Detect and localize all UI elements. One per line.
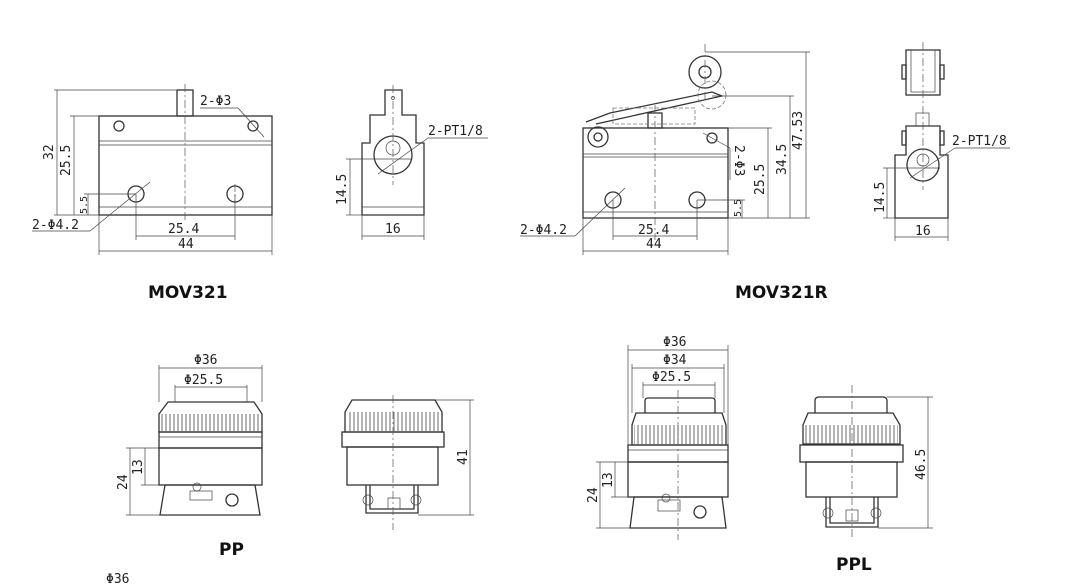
title-mov321: MOV321	[148, 283, 228, 303]
mov321-front-view: 32 25.5 5.5 25.4 44 2-Φ4.2 2-Φ3	[32, 84, 273, 255]
mov321-side-view: 14.5 16 2-PT1/8	[335, 85, 488, 240]
dim-14-5: 14.5	[873, 182, 888, 213]
mov321r-front-view: 47.53 34.5 25.5 5.5 25.4 44 2-Φ4.2 2-Φ3	[520, 44, 810, 255]
label-holes-small: 2-Φ3	[731, 145, 746, 176]
dim-25-5: 25.5	[59, 145, 74, 176]
dim-41: 41	[456, 449, 471, 465]
dim-34-5: 34.5	[775, 144, 790, 175]
dim-25-4: 25.4	[638, 223, 669, 238]
dim-24: 24	[586, 487, 601, 503]
dim-24: 24	[116, 474, 131, 490]
dim-5-5: 5.5	[79, 196, 90, 214]
dim-13: 13	[601, 472, 616, 488]
dim-phi-36: Φ36	[194, 353, 217, 368]
dim-32: 32	[42, 144, 57, 160]
dim-16: 16	[385, 222, 401, 237]
dim-16: 16	[915, 224, 931, 239]
title-pp: PP	[219, 540, 244, 560]
dim-25-5: 25.5	[753, 164, 768, 195]
dim-46-5: 46.5	[914, 449, 929, 480]
mov321r-side-view: 14.5 16 2-PT1/8	[873, 42, 1010, 241]
label-holes-small: 2-Φ3	[200, 94, 231, 109]
dim-25-4: 25.4	[168, 222, 199, 237]
label-holes-large: 2-Φ4.2	[32, 218, 79, 233]
ppl-side-view: 46.5	[799, 385, 933, 540]
label-port: 2-PT1/8	[952, 134, 1007, 149]
pp-front-view: Φ36 Φ25.5 24 13	[116, 353, 263, 516]
dim-phi-25-5: Φ25.5	[184, 373, 223, 388]
label-port: 2-PT1/8	[428, 124, 483, 139]
cutoff-dim-label: Φ36	[106, 572, 129, 587]
pp-side-view: 41	[341, 395, 474, 530]
dim-phi-34: Φ34	[663, 353, 687, 368]
title-ppl: PPL	[836, 555, 872, 575]
title-mov321r: MOV321R	[735, 283, 828, 303]
dim-44: 44	[178, 237, 194, 252]
dim-13: 13	[131, 459, 146, 475]
dim-47-53: 47.53	[791, 111, 806, 150]
dim-5-5: 5.5	[733, 199, 744, 217]
dim-14-5: 14.5	[335, 174, 350, 205]
dim-phi-36: Φ36	[663, 335, 686, 350]
dim-44: 44	[646, 237, 662, 252]
ppl-front-view: Φ36 Φ34 Φ25.5 24 13	[586, 335, 729, 540]
label-holes-large: 2-Φ4.2	[520, 223, 567, 238]
dim-phi-25-5: Φ25.5	[652, 370, 691, 385]
